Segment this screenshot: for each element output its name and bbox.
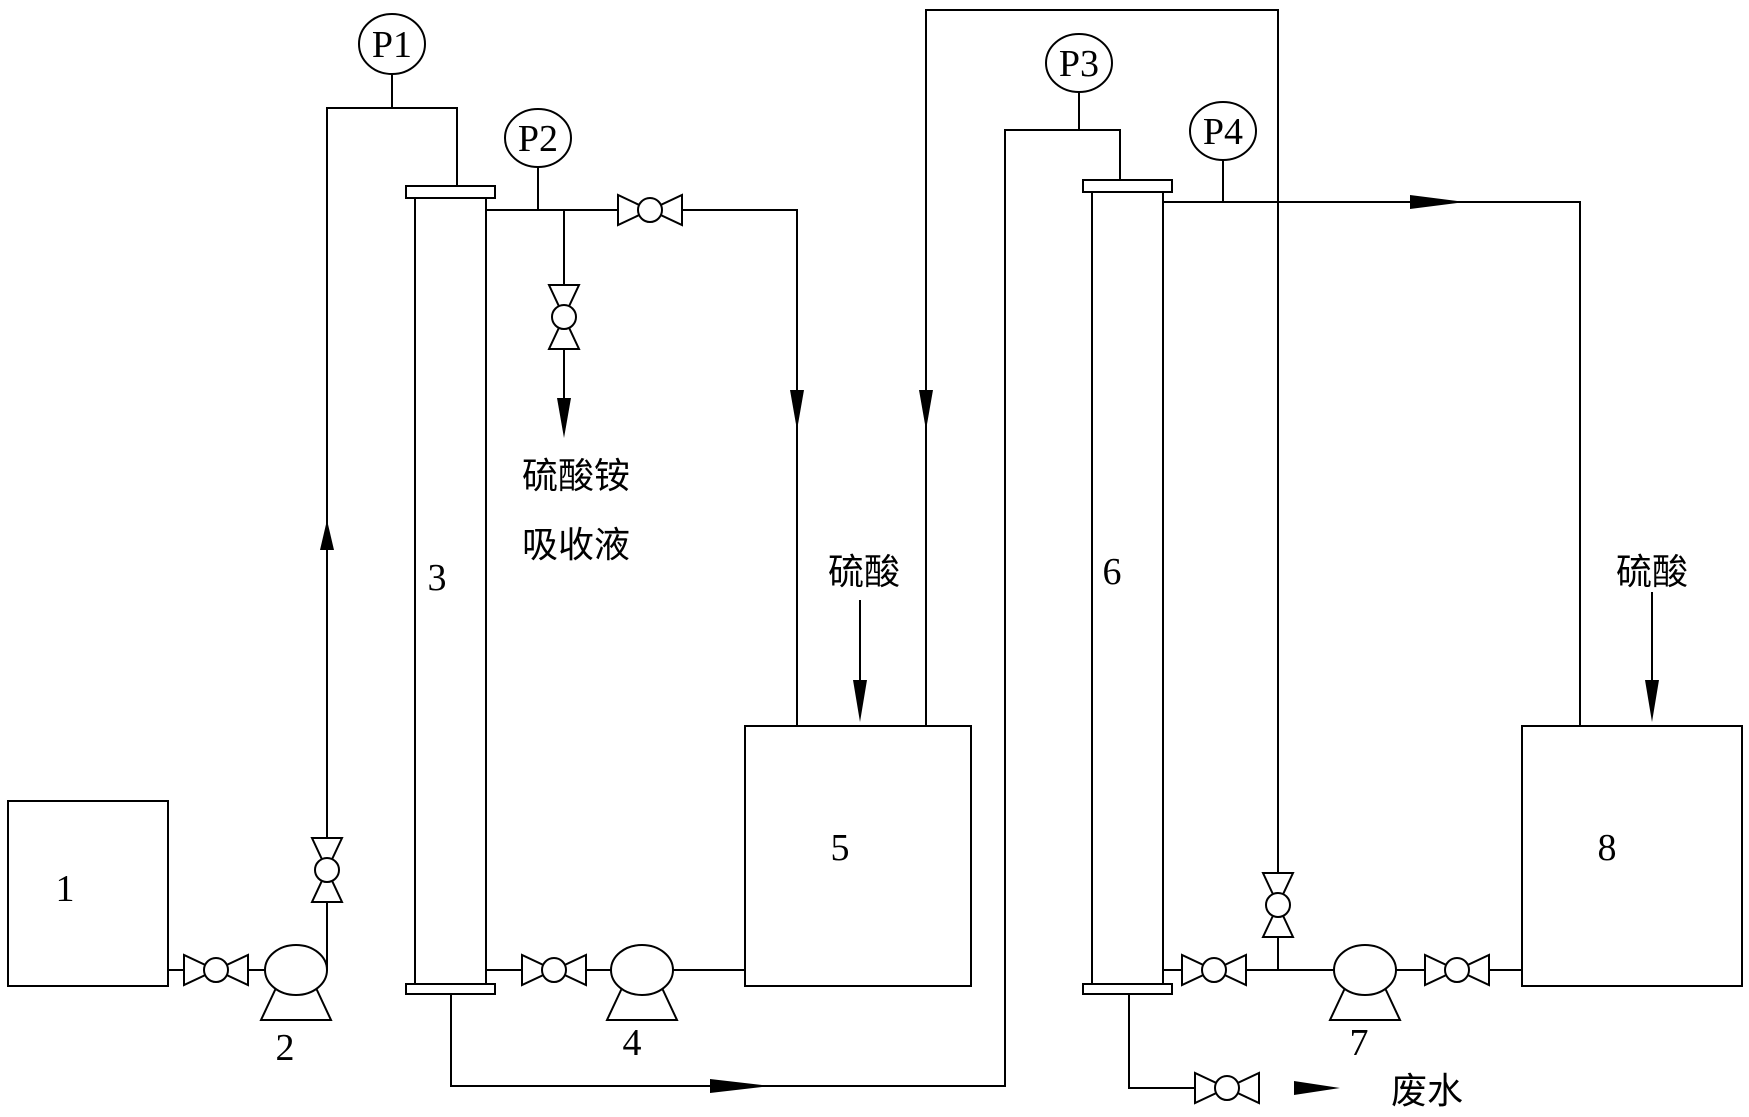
flow-arrow-up-to-p1 xyxy=(320,520,334,550)
pump-7 xyxy=(1329,944,1401,1021)
column-6 xyxy=(1082,179,1173,995)
valve-column3-to-tank5[interactable] xyxy=(617,194,683,226)
gauge-label-p4: P4 xyxy=(1203,111,1243,153)
pressure-gauge-p3: P3 xyxy=(1045,33,1113,93)
valve-waste-water[interactable] xyxy=(1194,1072,1260,1104)
column-3 xyxy=(405,185,496,995)
flow-arrow-sulfuric-acid-tank5 xyxy=(853,680,867,722)
valve-column6-inlet[interactable] xyxy=(1181,954,1247,986)
flow-arrow-right-top-to-tank8 xyxy=(1410,195,1465,209)
valve-loop-return[interactable] xyxy=(1262,872,1294,938)
label-tank-5: 5 xyxy=(831,827,850,869)
label-column-6: 6 xyxy=(1103,551,1122,593)
pressure-gauge-p4: P4 xyxy=(1189,101,1257,161)
valve-pump4-to-column3[interactable] xyxy=(521,954,587,986)
flow-arrow-down-to-ammonium-sulfate xyxy=(557,398,571,438)
label-pump-7: 7 xyxy=(1350,1022,1369,1064)
gauge-label-p2: P2 xyxy=(518,118,558,160)
label-tank-1: 1 xyxy=(56,868,75,910)
gauge-label-p1: P1 xyxy=(372,24,412,66)
valve-pump2-discharge[interactable] xyxy=(311,837,343,903)
flow-arrow-down-to-tank5 xyxy=(790,390,804,430)
label-column-3: 3 xyxy=(428,557,447,599)
label-tank-8: 8 xyxy=(1598,827,1617,869)
label-absorption-liquid: 吸收液 xyxy=(522,525,630,566)
label-waste-water: 废水 xyxy=(1391,1071,1463,1112)
pressure-gauge-p1: P1 xyxy=(358,13,426,75)
pump-4 xyxy=(606,944,678,1021)
pressure-gauge-p2: P2 xyxy=(504,108,572,168)
pump-2 xyxy=(260,944,332,1021)
flow-arrow-waste-water xyxy=(1294,1081,1340,1095)
valve-tank1-to-pump2[interactable] xyxy=(183,954,249,986)
label-ammonium-sulfate: 硫酸铵 xyxy=(522,456,630,497)
tank-8 xyxy=(1521,725,1743,987)
tank-1 xyxy=(7,800,169,987)
label-pump-4: 4 xyxy=(623,1022,642,1064)
flow-arrow-right-bottom xyxy=(710,1079,770,1093)
valve-tank8-to-pump7[interactable] xyxy=(1424,954,1490,986)
gauge-label-p3: P3 xyxy=(1059,43,1099,85)
tank-5 xyxy=(744,725,972,987)
label-pump-2: 2 xyxy=(276,1027,295,1069)
label-sulfuric-acid-tank8: 硫酸 xyxy=(1616,552,1688,593)
flow-arrow-sulfuric-acid-tank8 xyxy=(1645,680,1659,722)
label-sulfuric-acid-tank5: 硫酸 xyxy=(828,552,900,593)
valve-ammonium-sulfate-outlet[interactable] xyxy=(548,284,580,350)
flow-arrow-down-loop xyxy=(919,390,933,430)
